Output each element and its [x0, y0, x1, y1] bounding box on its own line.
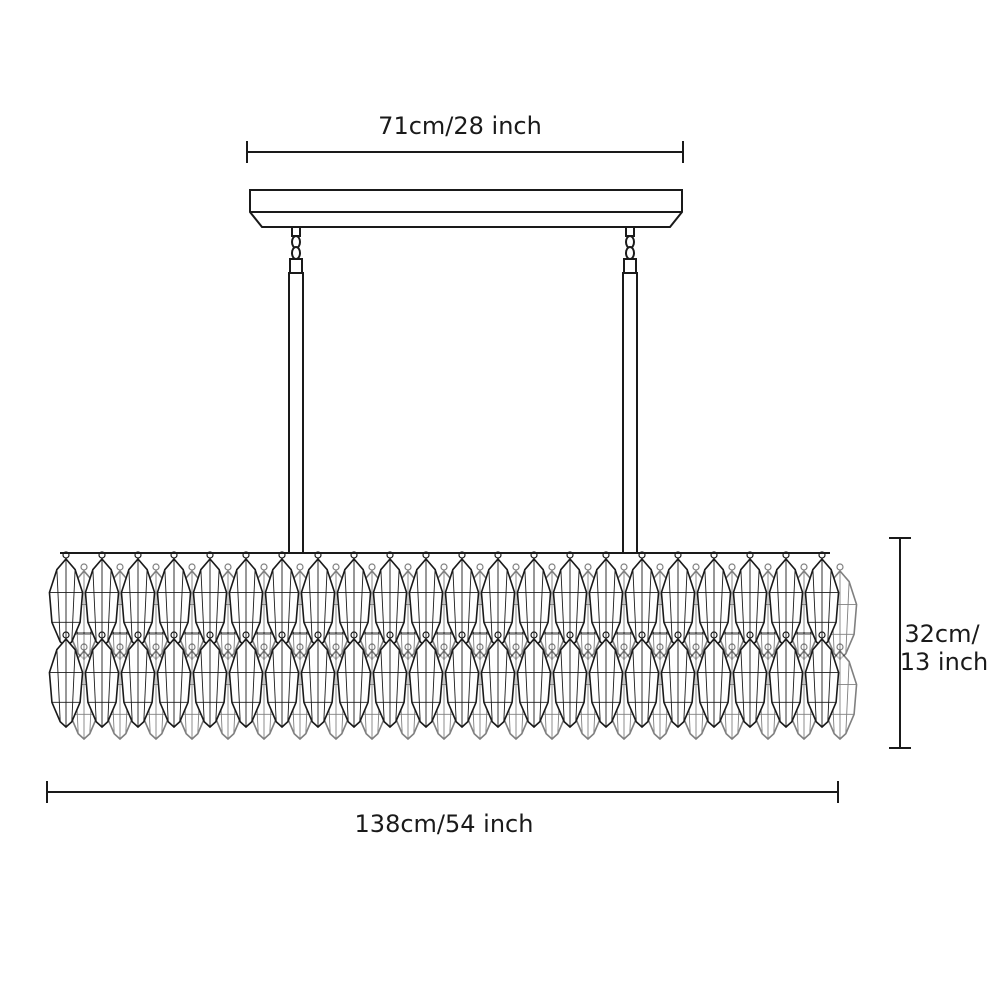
crystal-row2-6 [228, 631, 264, 729]
crystal-row2-7 [264, 631, 300, 729]
crystal-row2-4 [156, 631, 192, 729]
canopy-width-label: 71cm/28 inch [378, 112, 542, 140]
crystal-row1-7 [264, 551, 300, 649]
crystal-row2-19 [696, 631, 732, 729]
height-label-line2: 13 inch [900, 648, 988, 676]
crystal-row1-21 [768, 551, 804, 649]
crystal-row2-12 [444, 631, 480, 729]
total-width-label: 138cm/54 inch [355, 810, 534, 838]
crystal-row1-16 [588, 551, 624, 649]
height-label-line1: 32cm/ [904, 620, 980, 648]
crystal-row2-15 [552, 631, 588, 729]
crystal-row2-1 [48, 631, 84, 729]
crystal-row2-3 [120, 631, 156, 729]
height-dimension [889, 537, 911, 749]
canopy-width-dimension [246, 141, 684, 163]
crystal-row2-13 [480, 631, 516, 729]
crystal-row1-5 [192, 551, 228, 649]
crystal-row2-17 [624, 631, 660, 729]
suspension-left [288, 226, 304, 554]
total-width-dimension [46, 781, 839, 803]
crystal-row2-20 [732, 631, 768, 729]
crystal-row2-8 [300, 631, 336, 729]
crystal-row2-22 [804, 631, 840, 729]
crystal-row2-21 [768, 631, 804, 729]
crystal-row1-8 [300, 551, 336, 649]
crystal-row1-13 [480, 551, 516, 649]
crystal-row1-2 [84, 551, 120, 649]
crystal-row2-5 [192, 631, 228, 729]
crystal-row2-14 [516, 631, 552, 729]
crystal-row1-12 [444, 551, 480, 649]
crystal-row2-18 [660, 631, 696, 729]
crystal-row2-16 [588, 631, 624, 729]
suspension-right [622, 226, 638, 554]
canopy-plate [249, 189, 683, 228]
crystal-row1-11 [408, 551, 444, 649]
crystal-body [48, 551, 858, 741]
crystal-row2-11 [408, 631, 444, 729]
crystal-row2-9 [336, 631, 372, 729]
crystal-row1-19 [696, 551, 732, 649]
crystal-row2-2 [84, 631, 120, 729]
crystal-row2-10 [372, 631, 408, 729]
